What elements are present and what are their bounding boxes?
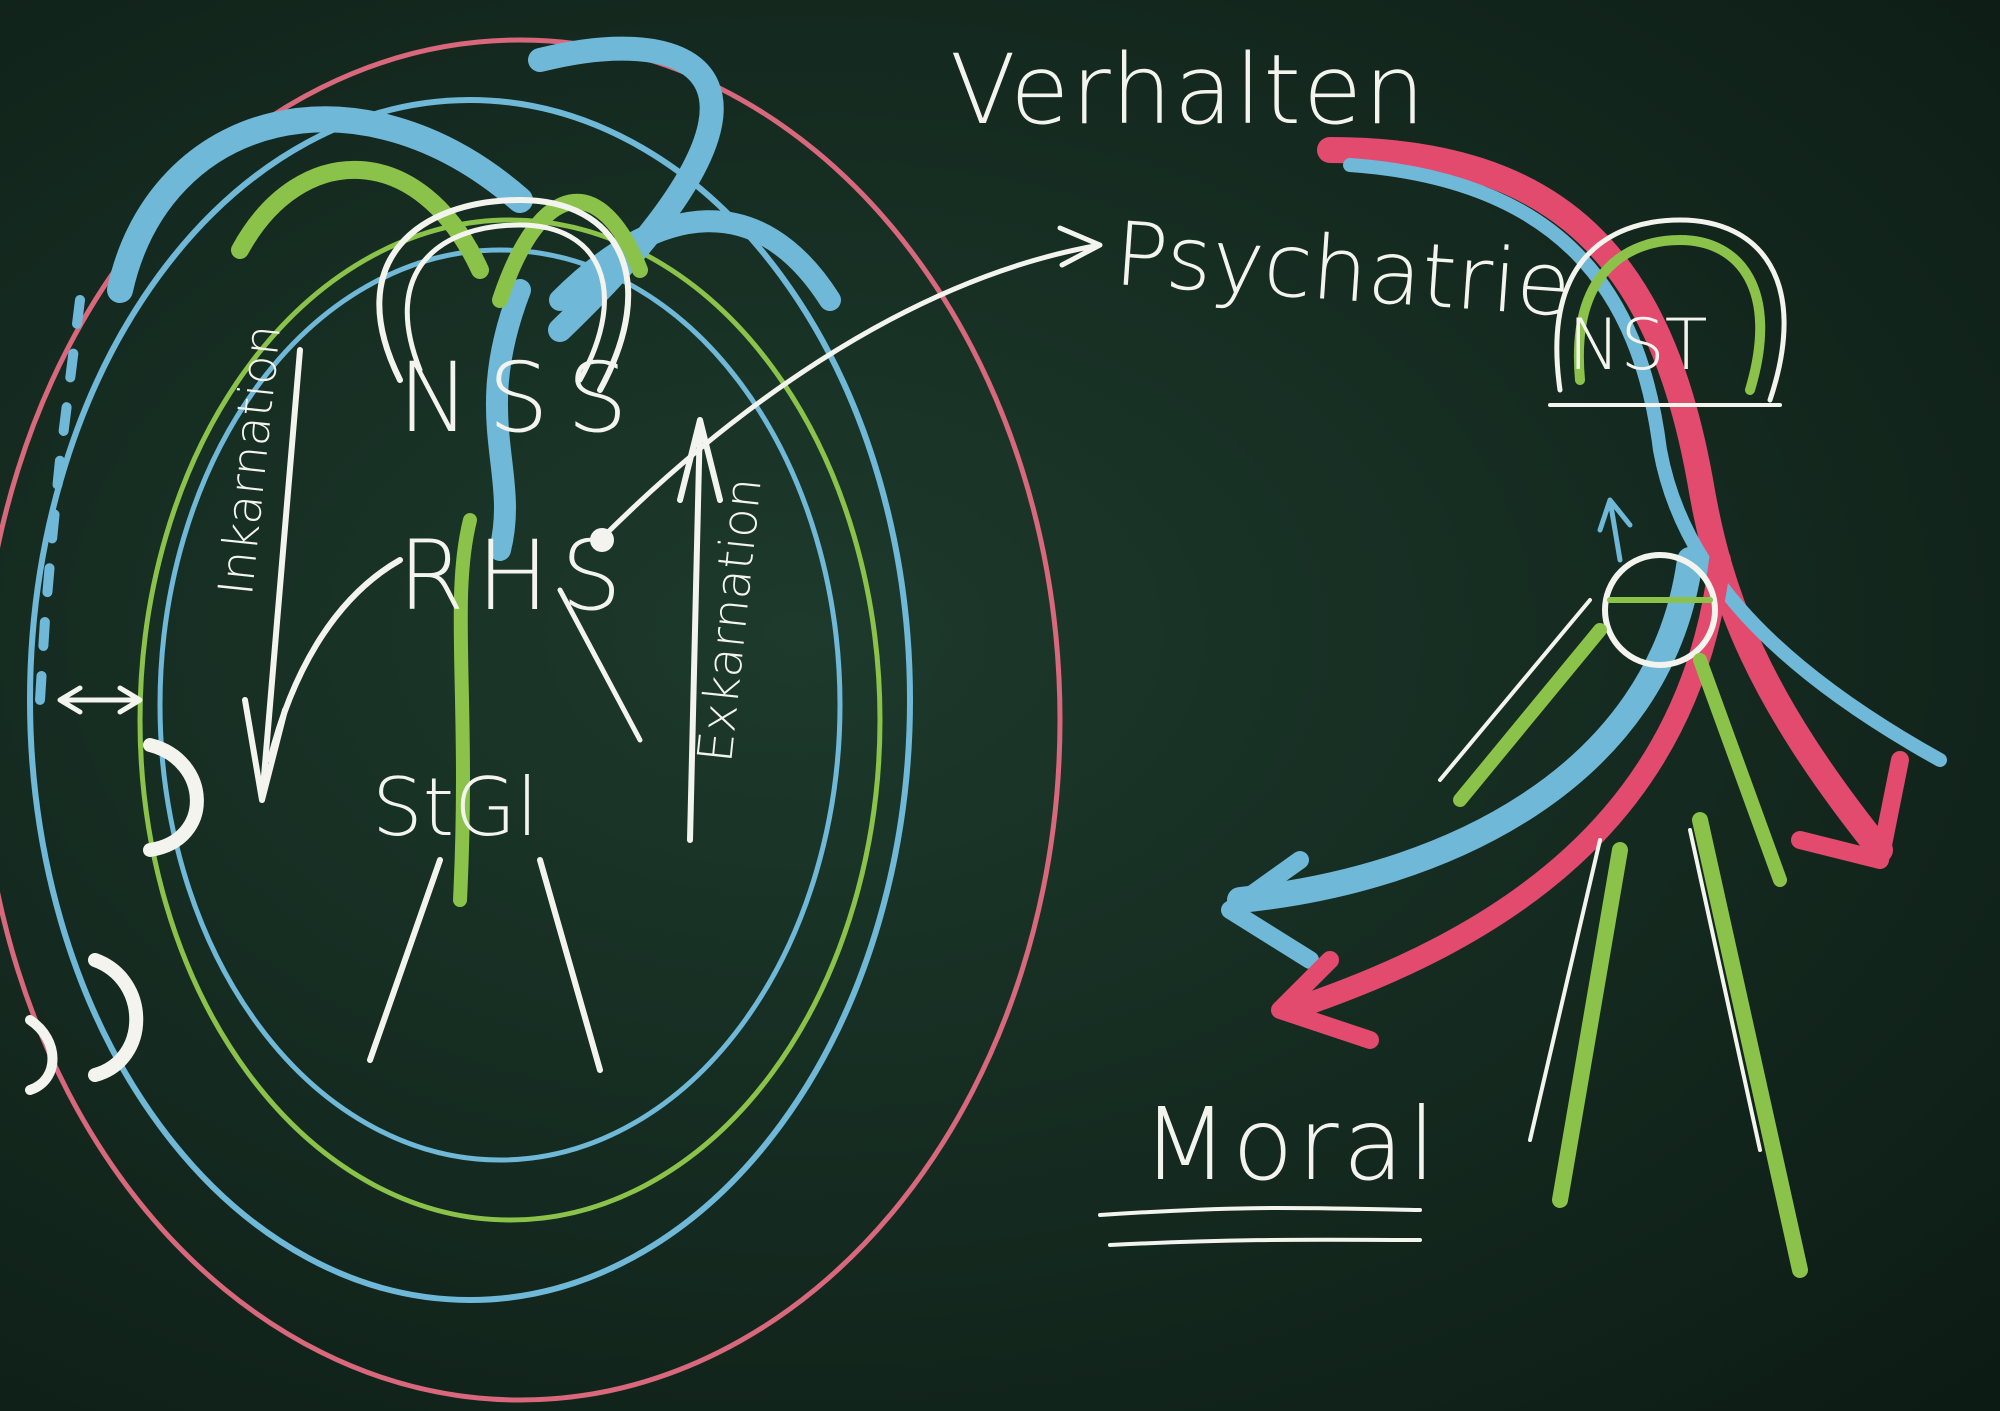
moon-crescent-2 <box>88 953 144 1082</box>
right-leg-4 <box>1552 842 1628 1208</box>
blue-arrow-left-sweep <box>107 106 533 303</box>
right-leg-7 <box>1688 828 1762 1152</box>
blue-arrow-center <box>486 279 531 561</box>
label-rhs: RHS <box>398 520 634 632</box>
head-arc-inner <box>404 222 607 383</box>
green-arrow-right <box>492 193 648 308</box>
label-verhalten: Verhalten <box>950 34 1427 146</box>
blue-arrow-top-right <box>1343 158 1947 767</box>
right-head-arc-outer <box>1554 217 1787 403</box>
label-nss: NSS <box>398 342 646 454</box>
right-leg-1 <box>1453 623 1607 807</box>
head-arc-outer <box>376 197 632 393</box>
green-arrow-left <box>231 161 489 279</box>
moral-underline <box>1098 1205 1422 1247</box>
rhs-leg-right <box>557 587 643 743</box>
inner-blue-oval <box>157 247 843 1163</box>
blue-oval <box>27 97 913 1303</box>
stgl-leg-right <box>537 857 603 1073</box>
green-arrow-bottom <box>453 513 477 907</box>
exkarnation-arrow <box>677 417 723 843</box>
red-arrowhead <box>1271 951 1379 1049</box>
stgl-leg-left <box>367 857 443 1063</box>
heart-circle <box>1602 552 1718 668</box>
psychatrie-arrow <box>597 225 1103 543</box>
blue-arrowhead <box>1221 851 1319 969</box>
right-leg-6 <box>1692 812 1808 1278</box>
green-oval <box>137 217 883 1223</box>
label-nst: NST <box>1568 304 1708 386</box>
right-head-arc-green <box>1573 235 1766 395</box>
blue-dashed-left <box>35 295 85 705</box>
heart-arrow-up <box>1597 497 1633 563</box>
red-arrow-top <box>1317 137 1893 863</box>
red-arrowhead-right <box>1791 751 1909 869</box>
double-arrow <box>57 685 143 715</box>
moon-crescent-1 <box>143 738 204 857</box>
label-stgl: StGl <box>372 761 539 854</box>
rhs-dot <box>590 528 614 552</box>
blue-arrow-lower <box>1227 547 1703 913</box>
outer-red-oval <box>0 37 1063 1403</box>
right-leg-2 <box>1438 598 1592 782</box>
red-arrow-lower <box>1279 549 1731 1021</box>
rhs-arrow <box>267 557 403 763</box>
blue-arrow-right <box>549 210 841 311</box>
right-leg-3 <box>1693 653 1787 887</box>
label-moral: Moral <box>1142 1086 1440 1203</box>
moon-crescent-3 <box>25 1015 58 1095</box>
right-leg-5 <box>1528 838 1602 1142</box>
